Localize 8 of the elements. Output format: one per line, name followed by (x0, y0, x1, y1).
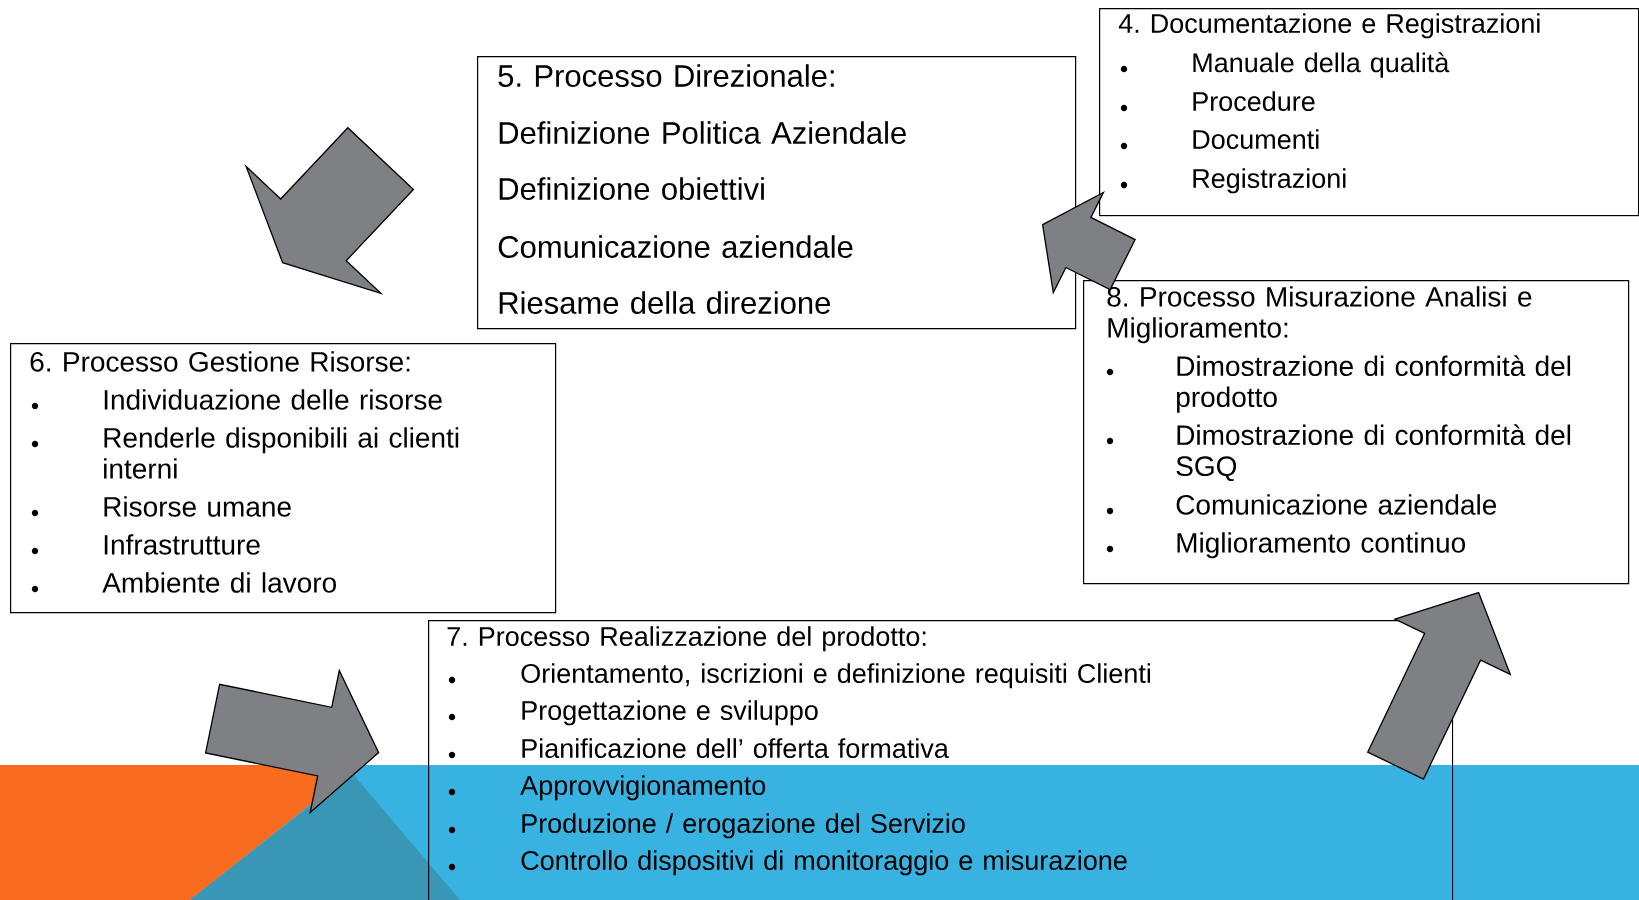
text-box: 4. Documentazione e Registrazioni Manuale della qualità Procedure Documenti Registrazioni (1099, 8, 1639, 217)
text-box: 5. Processo Direzionale: Definizione Politica Aziendale Definizione obiettivi Comunicazione aziendale Riesame della direzione (477, 56, 1077, 330)
block-arrow (204, 668, 380, 815)
text-box: 8. Processo Misurazione Analisi e Miglioramento: Dimostrazione di conformità del prodotto Dimostrazione di conformità del SGQ Comunicazione aziendale Miglioramento continuo (1083, 280, 1630, 585)
block-arrow (1041, 190, 1136, 295)
block-arrow (244, 126, 415, 295)
text-box: 6. Processo Gestione Risorse: Individuazione delle risorse Renderle disponibili ai clienti interni Risorse umane Infrastrutture Ambiente di lavoro (10, 343, 557, 614)
text-box: 7. Processo Realizzazione del prodotto: Orientamento, iscrizioni e definizione requisiti Clienti Progettazione e sviluppo Pianificazione dell’ offerta formativa Approvvigionamento Produzione / erogazione del Servizio Controllo dispositivi di monitoraggio e misurazione (428, 620, 1454, 900)
